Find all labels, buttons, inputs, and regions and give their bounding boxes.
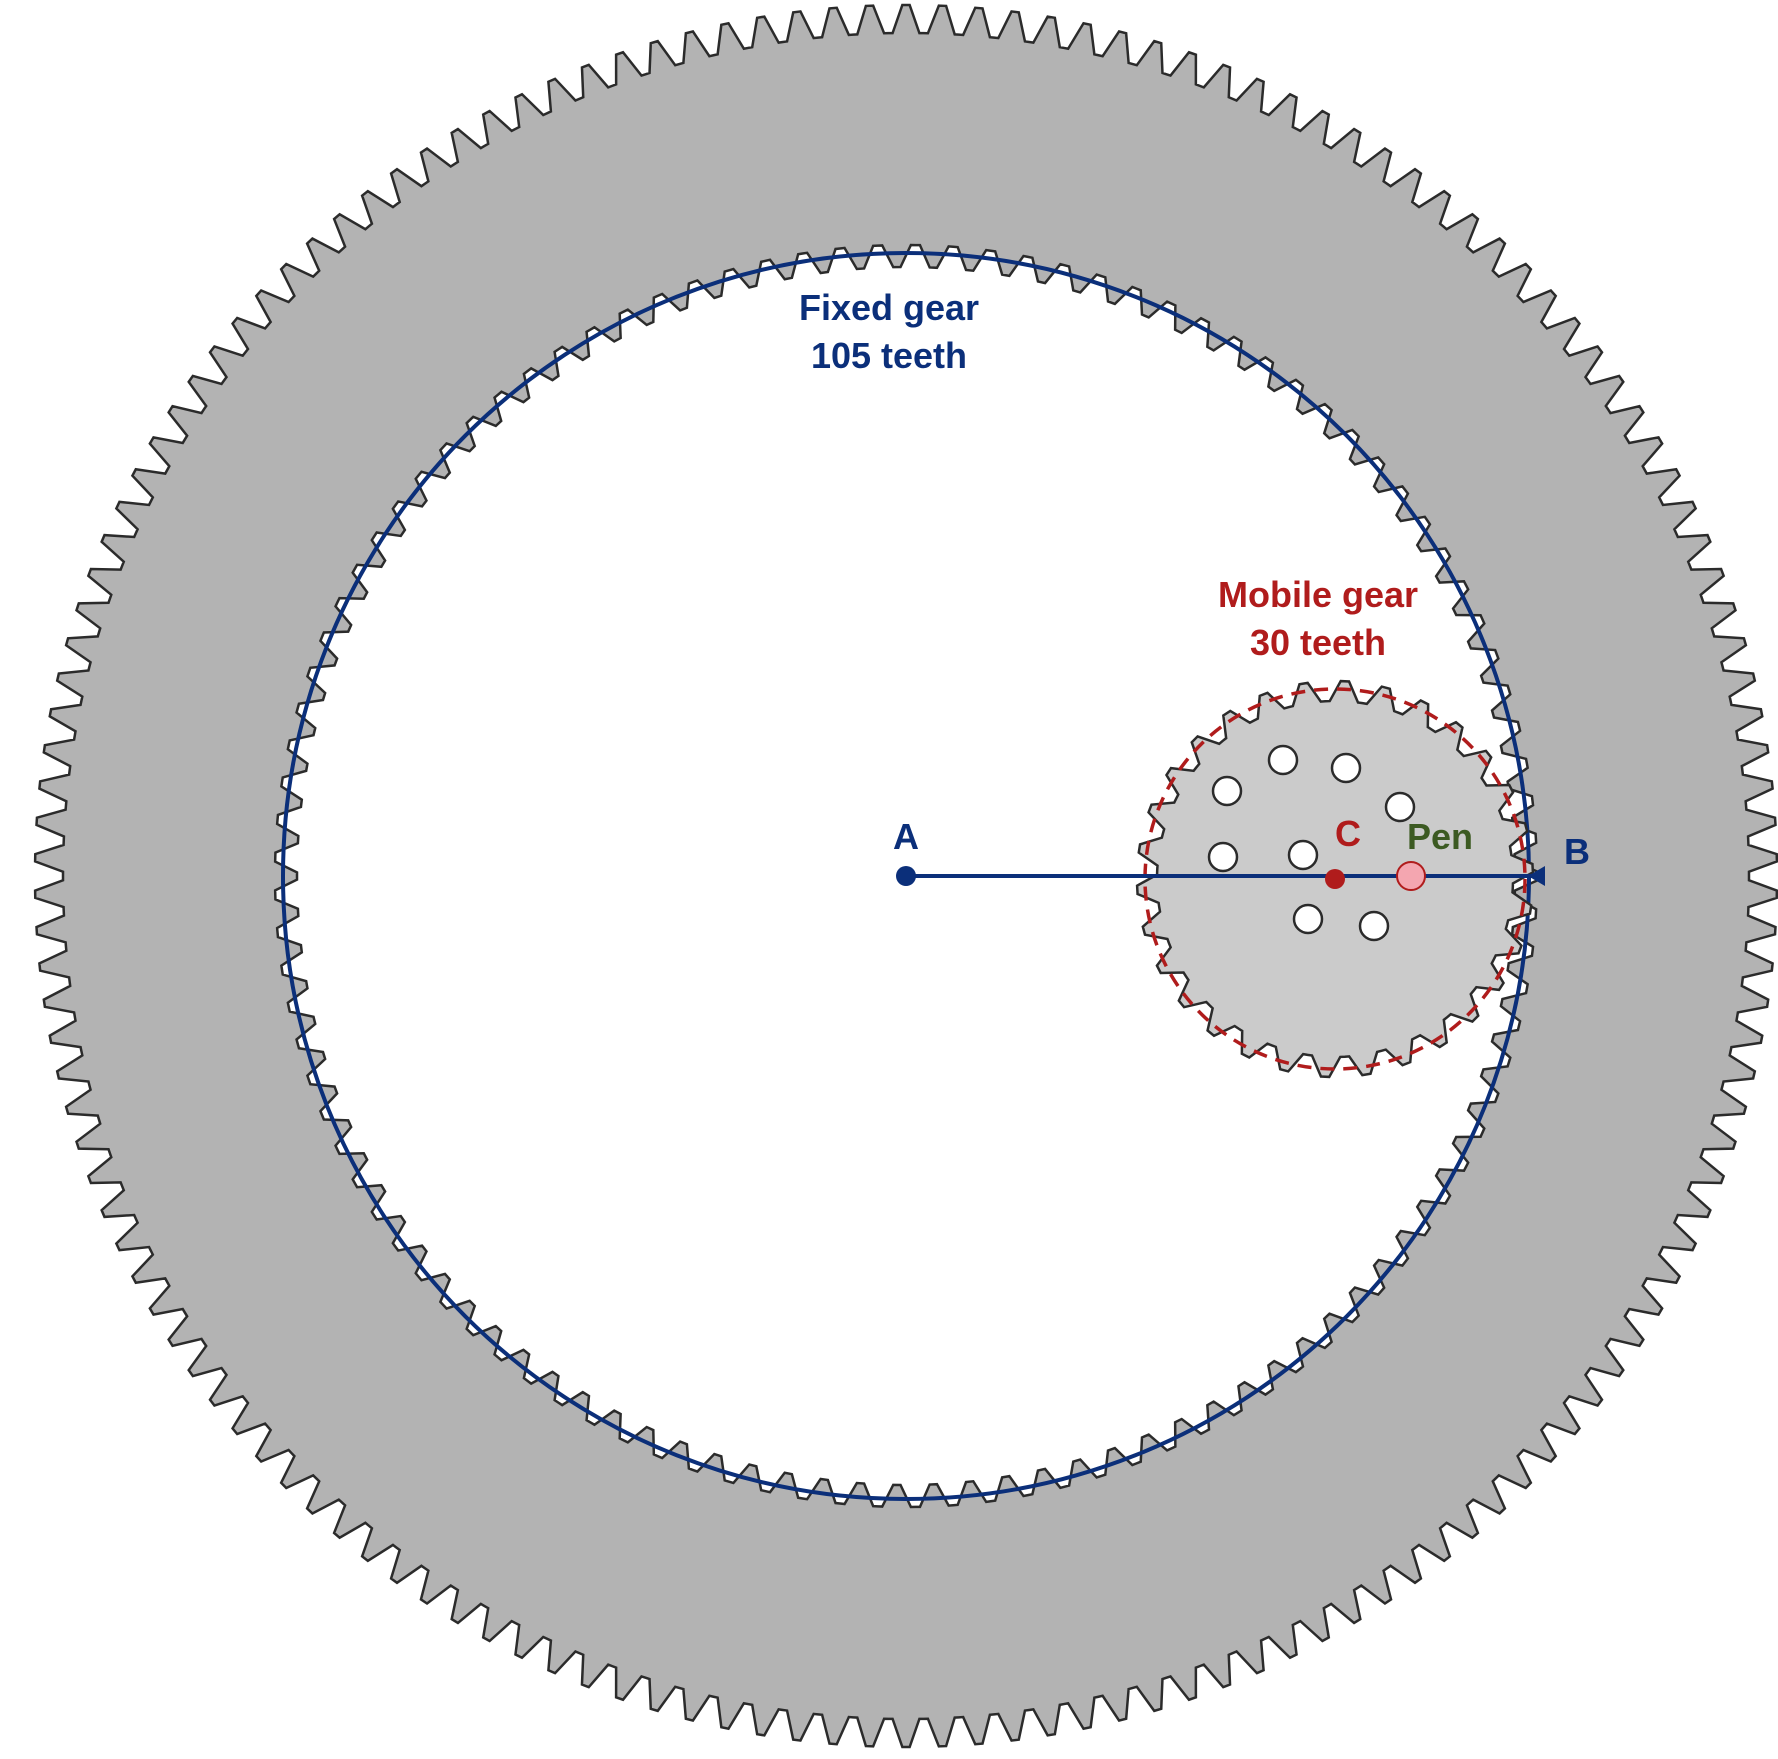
mobile-gear-label-line1: Mobile gear: [1218, 574, 1418, 615]
point-c-dot: [1325, 869, 1345, 889]
point-a-label: A: [893, 816, 919, 857]
mobile-gear-holes: [1207, 744, 1416, 942]
point-b-arrow-marker: [1528, 866, 1545, 886]
mobile-gear-pitch-circle: [1143, 687, 1527, 1071]
fixed-gear-label-line1: Fixed gear: [799, 287, 979, 328]
mobile-gear-hole: [1330, 752, 1362, 784]
mobile-gear-hole: [1287, 839, 1319, 871]
fixed-gear-ring: [33, 3, 1778, 1749]
mobile-gear-hole: [1384, 791, 1416, 823]
pen-label: Pen: [1407, 816, 1473, 857]
mobile-gear-hole: [1358, 910, 1390, 942]
mobile-gear-hole: [1267, 744, 1299, 776]
pen-dot: [1396, 861, 1426, 891]
point-b-label: B: [1564, 831, 1590, 872]
mobile-gear-hole: [1292, 903, 1324, 935]
mobile-gear-label-line2: 30 teeth: [1250, 622, 1386, 663]
point-c-label: C: [1335, 813, 1361, 854]
mobile-gear-hole: [1207, 841, 1239, 873]
point-a-dot: [896, 866, 916, 886]
mobile-gear-hole: [1211, 775, 1243, 807]
fixed-gear-label-line2: 105 teeth: [811, 335, 967, 376]
